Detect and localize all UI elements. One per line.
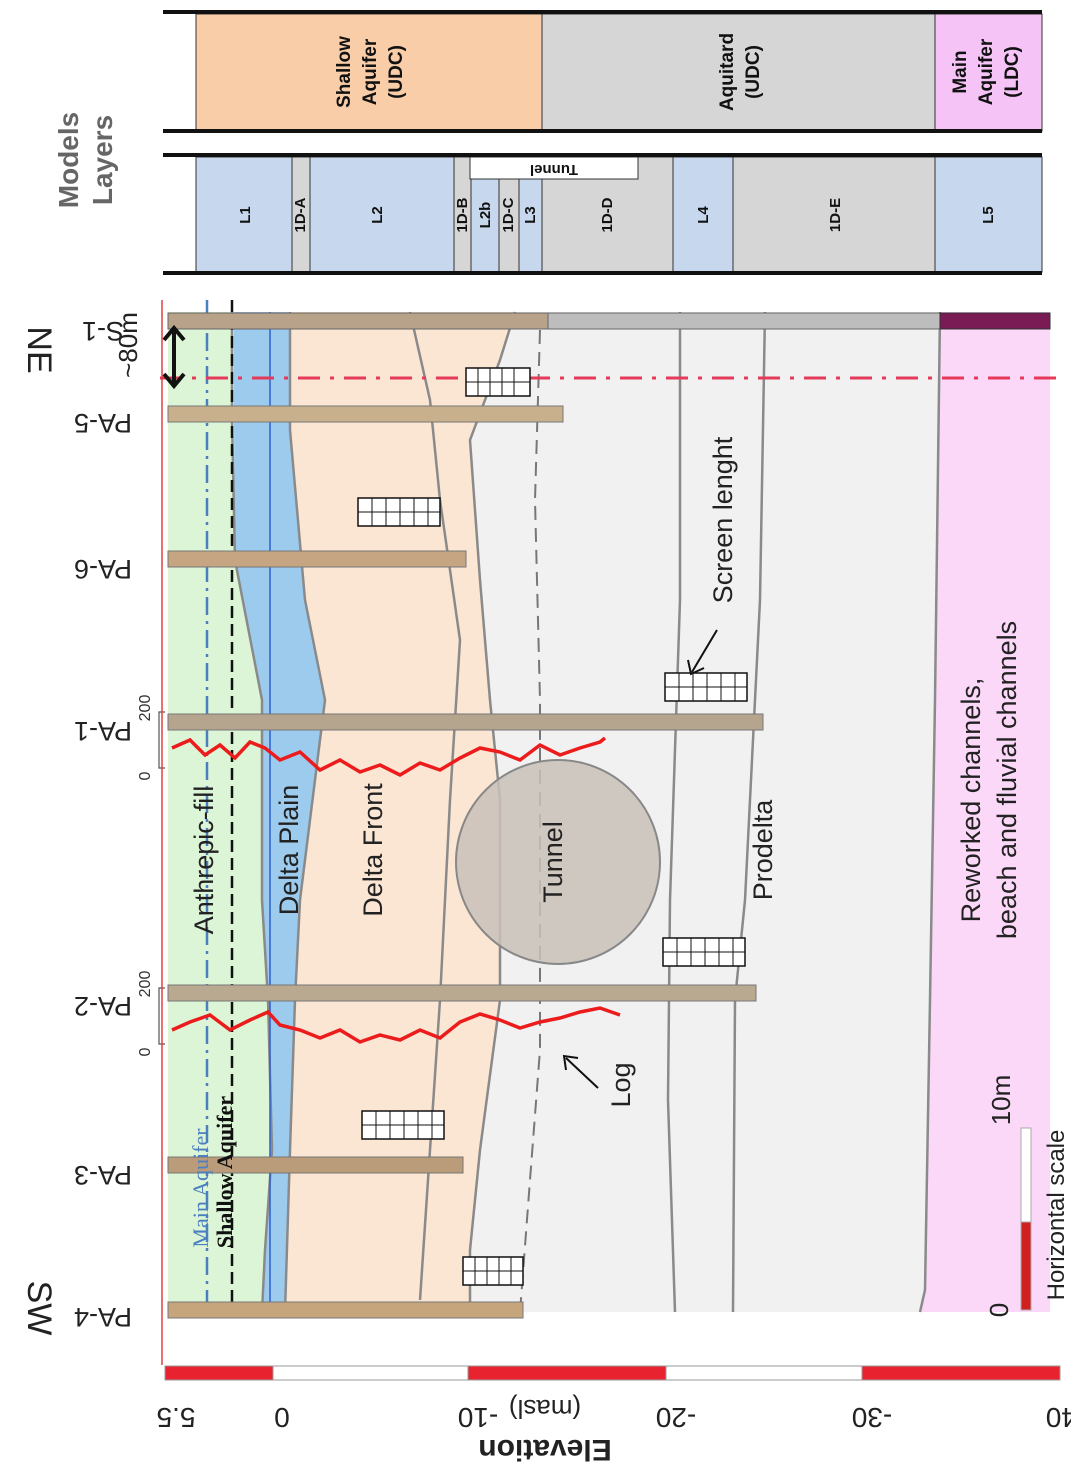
layer-1d-a: 1D-A [292, 197, 309, 232]
log-scale-labels: 0 200 0 200 [137, 695, 154, 1057]
well-label-pa1: PA-1 [74, 716, 132, 746]
layer-1d-c: 1D-C [500, 197, 517, 232]
layer-l5: L5 [980, 206, 997, 224]
log-scale-min-2: 0 [137, 1047, 154, 1056]
label-reworked-line2: beach and fluvial channels [992, 621, 1022, 939]
elevation-label: Elevation [478, 1433, 611, 1466]
layer-1d-e: 1D-E [827, 198, 844, 232]
tunnel-box-label: Tunnel [530, 161, 578, 178]
direction-sw: SW [20, 1281, 58, 1336]
label-log: Log [606, 1062, 636, 1107]
model-layers-title-1: Models [53, 112, 84, 208]
layer-l3: L3 [522, 206, 539, 224]
tunnel-circle [455, 759, 661, 965]
horizontal-scale: 0 10m Horizontal scale [984, 1075, 1070, 1318]
unit-labels: Anthrepic-fill Delta Plain Delta Front T… [189, 436, 1022, 1107]
aquifer-units-panel: Shallow Aquifer (UDC) Aquitard (UDC) Mai… [163, 10, 1043, 133]
label-prodelta: Prodelta [748, 799, 778, 901]
log-trace-pa2 [171, 1006, 621, 1044]
prodelta-unit [465, 312, 940, 1312]
tick-minus40: -40 [1046, 1402, 1071, 1433]
horizontal-scale-label: Horizontal scale [1043, 1130, 1070, 1301]
aquitard-l2: (UDC) [743, 45, 764, 99]
main-aquifer-l2: Aquifer [976, 38, 997, 105]
well-labels: PA-4 PA-3 PA-2 PA-1 PA-6 PA-5 S-1 [74, 316, 132, 1332]
horizontal-scale-ten: 10m [986, 1075, 1016, 1126]
well-columns [167, 312, 1051, 1319]
tick-minus30: -30 [852, 1402, 892, 1433]
layer-1d-b: 1D-B [454, 197, 471, 232]
elevation-tick-labels: 5.5 0 -10 -20 -30 -40 [157, 1402, 1071, 1433]
label-anthropic-fill: Anthrepic-fill [189, 786, 219, 935]
well-label-pa6: PA-6 [74, 554, 132, 584]
layer-l2b: L2b [477, 202, 494, 229]
label-main-aquifer: Main Aquifer [188, 1128, 213, 1248]
label-delta-front: Delta Front [358, 783, 388, 917]
distance-arrow [162, 324, 186, 390]
label-screen-length: Screen lenght [708, 436, 738, 603]
elevation-axis: 5.5 0 -10 -20 -30 -40 (masl) Elevation [157, 1365, 1071, 1466]
aquifer-unit-labels: Shallow Aquifer (UDC) Aquitard (UDC) Mai… [334, 33, 1023, 111]
cross-section-panel [158, 300, 1060, 1365]
elevation-unit: (masl) [509, 1394, 581, 1424]
layer-l4: L4 [695, 206, 712, 224]
model-layers-panel: Models Layers L1 1D-A L2 1D-B L2b 1D-C L… [53, 112, 1043, 275]
screen-grid-lines [358, 368, 747, 1285]
log-scale-max: 200 [137, 695, 154, 722]
main-aquifer-l3: (LDC) [1002, 46, 1023, 98]
label-shallow-aquifer: Shallow Aquifer [212, 1096, 237, 1248]
well-label-pa2: PA-2 [74, 991, 132, 1021]
layer-1d-d: 1D-D [599, 197, 616, 232]
tick-minus20: -20 [656, 1402, 696, 1433]
model-layer-labels: L1 1D-A L2 1D-B L2b 1D-C L3 1D-D L4 1D-E… [237, 161, 997, 233]
tick-5-5: 5.5 [157, 1402, 196, 1433]
log-scale-min: 0 [137, 771, 154, 780]
well-label-pa3: PA-3 [74, 1160, 132, 1190]
well-label-pa4: PA-4 [74, 1302, 132, 1332]
tick-0: 0 [274, 1402, 290, 1433]
label-delta-plain: Delta Plain [274, 785, 304, 916]
direction-ne: NE [20, 326, 58, 373]
layer-l2: L2 [369, 206, 386, 224]
log-trace-pa1 [171, 736, 607, 777]
well-label-pa5: PA-5 [74, 408, 132, 438]
label-tunnel: Tunnel [538, 821, 568, 903]
well-label-s1: S-1 [82, 316, 124, 346]
main-aquifer-l1: Main [950, 50, 971, 93]
horizontal-scale-zero: 0 [984, 1303, 1014, 1317]
shallow-aquifer-l3: (UDC) [386, 45, 407, 99]
distance-note: ~80m [113, 312, 143, 378]
model-layers-title-2: Layers [87, 115, 118, 205]
shallow-aquifer-l1: Shallow [334, 36, 355, 108]
label-reworked-line1: Reworked channels, [956, 678, 986, 923]
tick-minus10: -10 [458, 1402, 498, 1433]
anthropic-fill-lens [234, 420, 272, 1312]
shallow-aquifer-l2: Aquifer [360, 38, 381, 105]
annotation-arrows [562, 629, 718, 1089]
anthropic-fill-unit [168, 312, 234, 1312]
layer-l1: L1 [237, 206, 254, 224]
log-scale-max-2: 200 [137, 971, 154, 998]
aquitard-l1: Aquitard [717, 33, 738, 111]
